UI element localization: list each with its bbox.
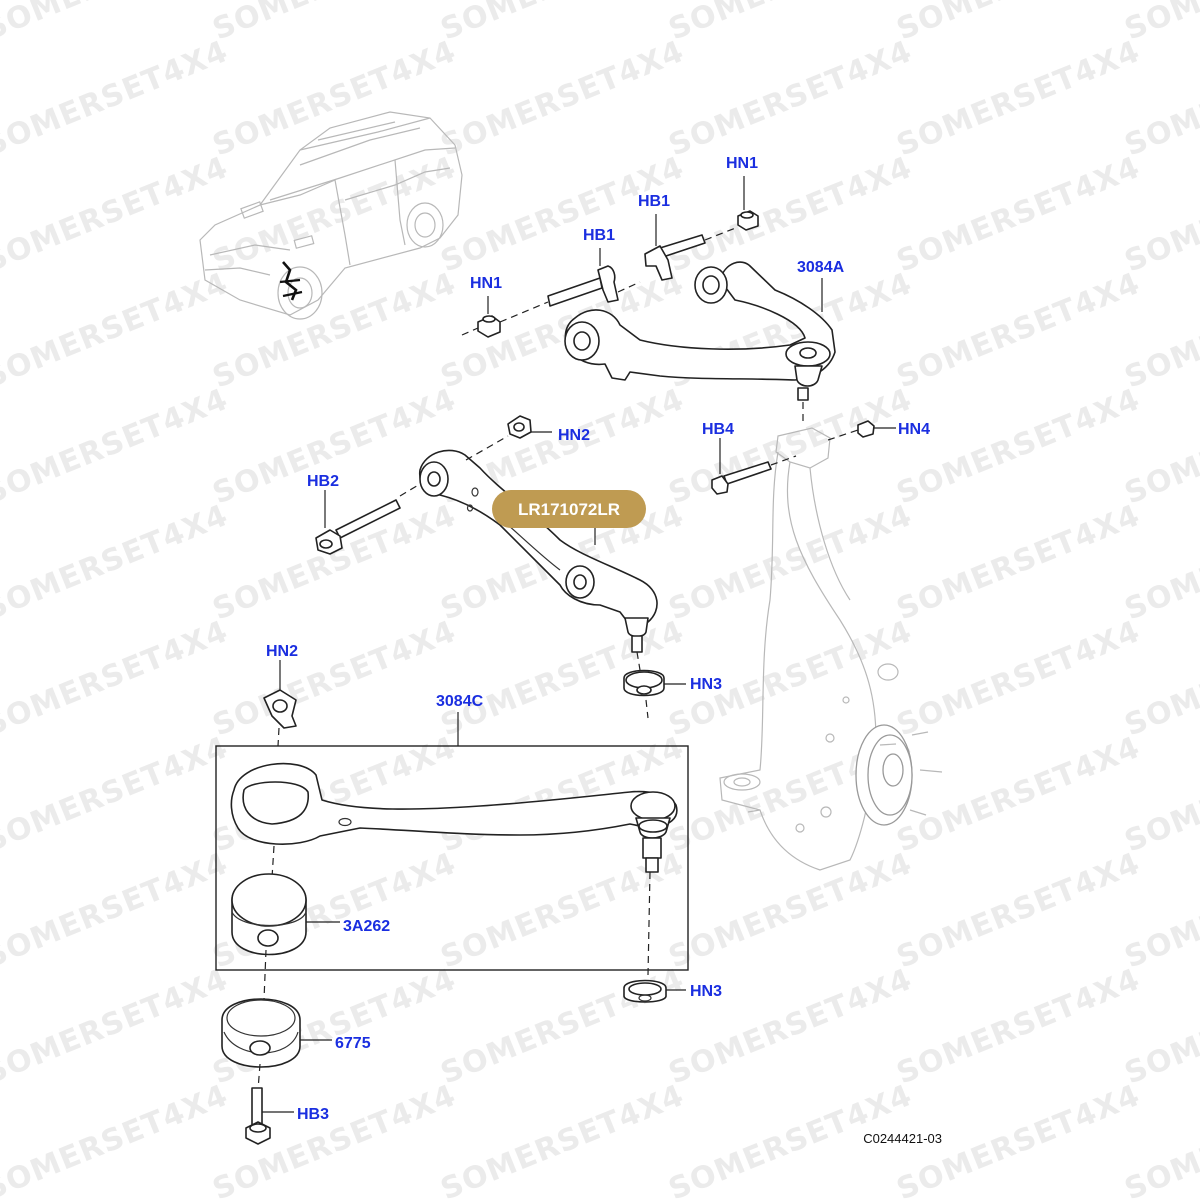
label-hn1-left: HN1 [470, 275, 502, 292]
watermark-text: SOMERSET4X4 [892, 266, 1145, 395]
watermark-text: SOMERSET4X4 [892, 730, 1145, 859]
watermark-text: SOMERSET4X4 [664, 382, 917, 511]
label-3a262: 3A262 [343, 918, 390, 935]
watermark-text: SOMERSET4X4 [892, 0, 1145, 47]
label-hn2-lower: HN2 [266, 643, 298, 660]
nut-hn2-lower [263, 689, 297, 729]
watermark-text: SOMERSET4X4 [208, 150, 461, 279]
watermark-text: SOMERSET4X4 [208, 34, 461, 163]
watermark-text: SOMERSET4X4 [0, 614, 233, 743]
label-hb3: HB3 [297, 1106, 329, 1123]
watermark-text: SOMERSET4X4 [208, 1078, 461, 1200]
part-number-text: LR171072LR [518, 500, 620, 519]
watermark-text: SOMERSET4X4 [208, 382, 461, 511]
watermark-text: SOMERSET4X4 [0, 382, 233, 511]
nut-hn1-left [477, 315, 501, 338]
watermark-text: SOMERSET4X4 [892, 34, 1145, 163]
watermark-text: SOMERSET4X4 [664, 0, 917, 47]
watermark-text: SOMERSET4X4 [664, 34, 917, 163]
watermark-text: SOMERSET4X4 [664, 150, 917, 279]
part-number-badge: LR171072LR [492, 490, 646, 528]
lower-rear-control-arm [230, 762, 678, 873]
nut-hn4 [857, 420, 875, 438]
watermark-text: SOMERSET4X4 [0, 1078, 233, 1200]
vehicle-illustration [199, 111, 463, 320]
label-hn2-top: HN2 [558, 427, 590, 444]
watermark-text: SOMERSET4X4 [0, 846, 233, 975]
nut-hn3-top [623, 669, 665, 697]
watermark-text: SOMERSET4X4 [0, 730, 233, 859]
watermark-text: SOMERSET4X4 [208, 614, 461, 743]
label-3084a: 3084A [797, 259, 845, 276]
label-3084c: 3084C [436, 693, 484, 710]
bush-6775 [221, 998, 301, 1068]
label-hb1-left: HB1 [583, 227, 615, 244]
watermark-text: SOMERSET4X4 [436, 34, 689, 163]
upper-control-arm [564, 261, 836, 401]
watermark-text: SOMERSET4X4 [892, 382, 1145, 511]
watermark-text: SOMERSET4X4 [892, 498, 1145, 627]
watermark-text: SOMERSET4X4 [0, 266, 233, 395]
bolt-hb1-left [547, 265, 619, 307]
bush-3a262 [231, 873, 307, 956]
steering-knuckle [719, 427, 943, 871]
watermark-text: SOMERSET4X4 [0, 498, 233, 627]
watermark-text: SOMERSET4X4 [0, 150, 233, 279]
watermark-text: SOMERSET4X4 [892, 962, 1145, 1091]
label-6775: 6775 [335, 1035, 371, 1052]
label-hn4: HN4 [898, 421, 930, 438]
nut-hn3-bottom [623, 979, 667, 1003]
watermark-text: SOMERSET4X4 [208, 0, 461, 47]
watermark-text: SOMERSET4X4 [0, 0, 233, 47]
bolt-hb1-right [644, 234, 706, 281]
watermark-text: SOMERSET4X4 [0, 34, 233, 163]
bolt-hb2 [315, 499, 401, 555]
label-hn1-right: HN1 [726, 155, 758, 172]
nut-hn1-right [737, 210, 759, 231]
label-hb2: HB2 [307, 473, 339, 490]
label-hb1-right: HB1 [638, 193, 670, 210]
nut-hn2-top [507, 415, 532, 439]
watermark-text: SOMERSET4X4 [892, 150, 1145, 279]
watermark-text: SOMERSET4X4 [892, 614, 1145, 743]
watermark-text: SOMERSET4X4 [892, 846, 1145, 975]
label-hb4: HB4 [702, 421, 734, 438]
watermark-text: SOMERSET4X4 [208, 498, 461, 627]
watermark-text: SOMERSET4X4 [0, 962, 233, 1091]
watermark-text: SOMERSET4X4 [664, 846, 917, 975]
watermark-text: SOMERSET4X4 [436, 0, 689, 47]
bolt-hb3 [245, 1087, 271, 1145]
diagram-code: C0244421-03 [863, 1131, 942, 1146]
assembly-frame-3084c [215, 745, 689, 971]
bolt-hb4 [711, 461, 772, 495]
watermark-text: SOMERSET4X4 [664, 962, 917, 1091]
watermark-text: SOMERSET4X4 [208, 266, 461, 395]
lower-front-control-arm [418, 449, 658, 653]
label-hn3-bottom: HN3 [690, 983, 722, 1000]
label-hn3-top: HN3 [690, 676, 722, 693]
watermark-text: SOMERSET4X4 [436, 1078, 689, 1200]
